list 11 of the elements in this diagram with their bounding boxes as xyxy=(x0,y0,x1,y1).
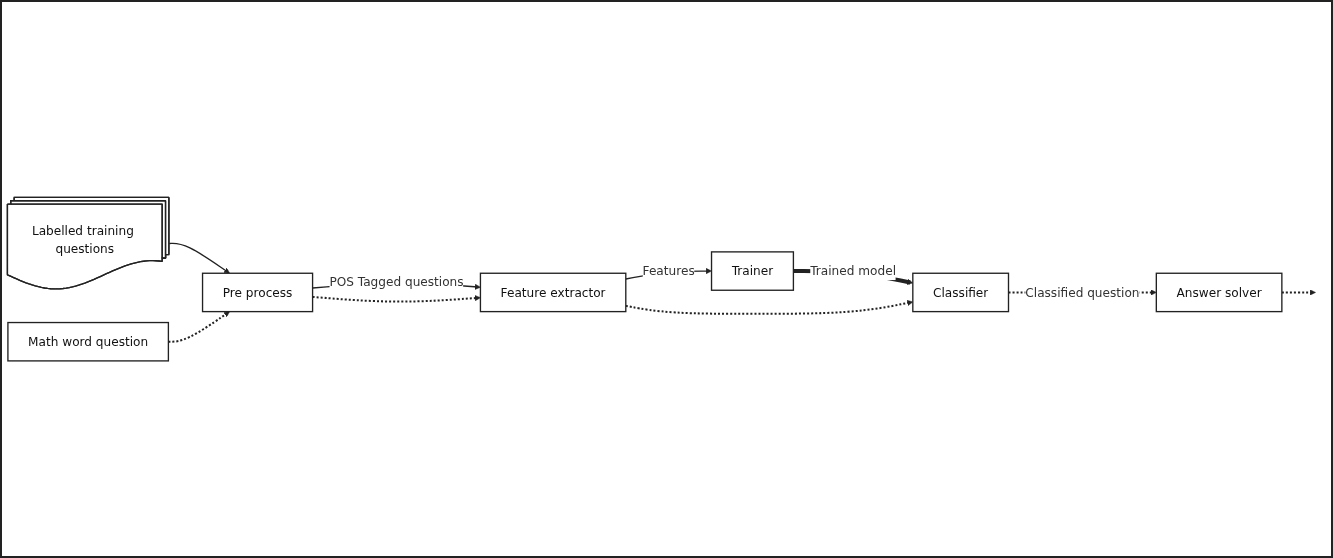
node-box xyxy=(1155,272,1283,313)
node-box xyxy=(7,321,170,362)
node-box xyxy=(479,272,627,313)
arrow xyxy=(168,242,230,274)
edge-label: Features xyxy=(642,263,695,278)
node-box xyxy=(912,272,1010,313)
node-box xyxy=(710,251,795,291)
edge-label: POS Tagged questions xyxy=(329,273,464,289)
node-box xyxy=(201,272,314,313)
edge-label: Classified question xyxy=(1025,285,1140,300)
edge-label: Trained model xyxy=(810,263,896,278)
